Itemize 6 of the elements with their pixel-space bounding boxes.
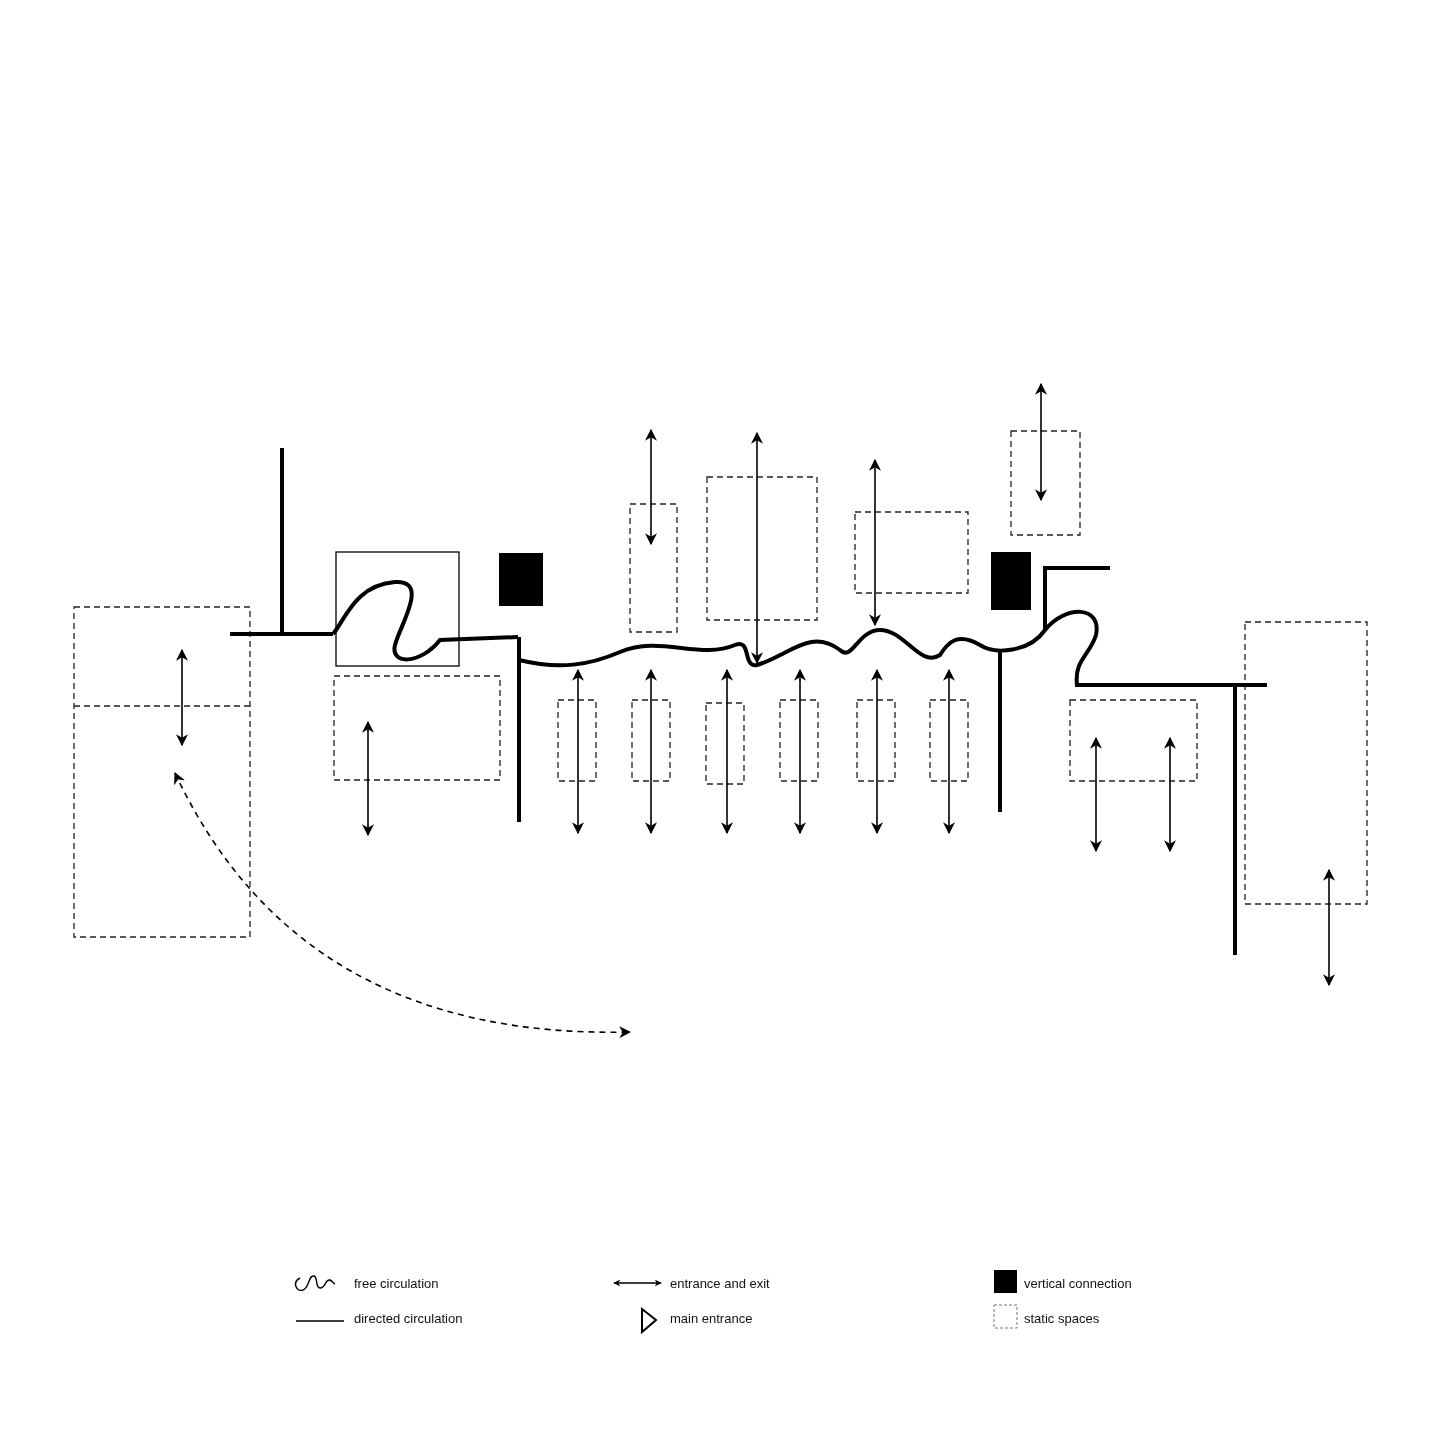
legend-text: vertical connection (1024, 1276, 1132, 1292)
legend-text: directed circulation (354, 1311, 463, 1327)
legend-text: static spaces (1024, 1311, 1100, 1327)
legend-text: main entrance (670, 1311, 753, 1327)
legend-text: free circulation (354, 1276, 439, 1292)
legend-text: entrance and exit (670, 1276, 770, 1292)
